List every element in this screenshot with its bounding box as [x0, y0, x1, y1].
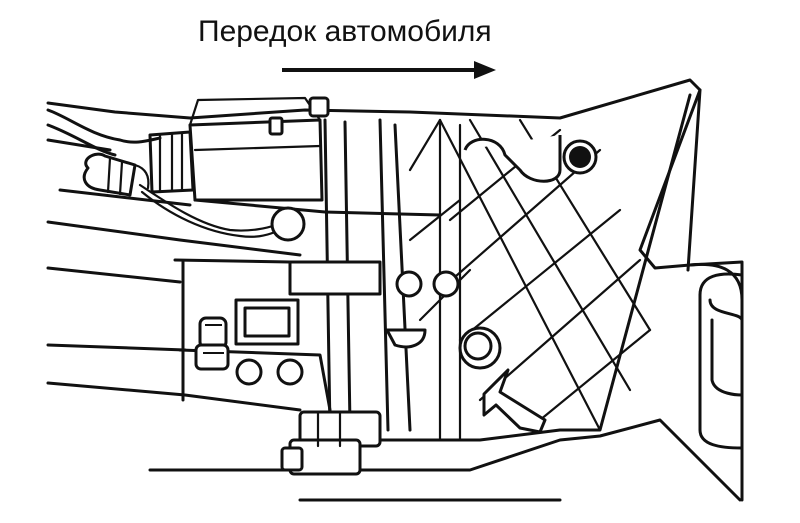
pointer-arrow-icon [482, 368, 547, 434]
fill-plug [458, 326, 502, 370]
reverse-switch [148, 96, 330, 202]
bottom-bolts [280, 410, 382, 476]
shift-rod [288, 260, 382, 296]
drain-plug [562, 139, 598, 175]
transmission-housing [46, 78, 744, 502]
bolt [194, 316, 230, 371]
lower-panel [234, 298, 304, 386]
wire-lead [138, 183, 306, 242]
center-holes [395, 270, 460, 298]
direction-caption: Передок автомобиля [198, 15, 492, 48]
bracket-tab [385, 328, 427, 349]
cable [46, 108, 162, 144]
connector-plug [82, 152, 150, 197]
upper-slot [463, 135, 562, 183]
arrow-right-icon [282, 61, 496, 79]
